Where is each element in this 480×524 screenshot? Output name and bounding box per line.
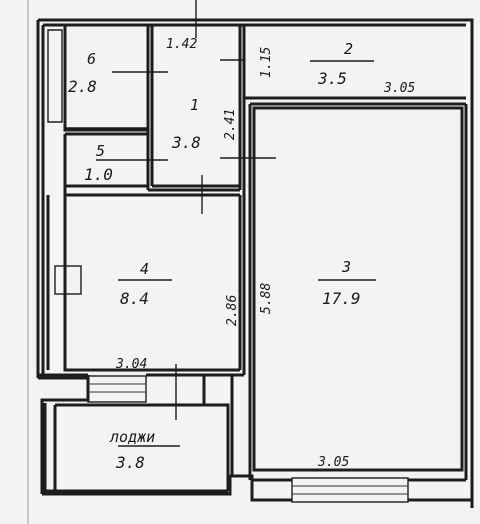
room-5-label: 5 1.0 [84, 142, 113, 184]
svg-text:1: 1 [190, 96, 199, 114]
svg-text:5: 5 [96, 142, 105, 160]
svg-text:1.0: 1.0 [84, 165, 113, 184]
dim-room3-height: 5.88 [259, 283, 274, 314]
svg-text:6: 6 [87, 50, 96, 68]
room-4-label: 4 8.4 [120, 260, 149, 308]
svg-text:3.8: 3.8 [171, 133, 201, 152]
room-2-label: 2 3.5 [317, 40, 353, 88]
dim-room4-bottom: 3.04 [115, 357, 147, 372]
dim-room2-width: 3.05 [383, 81, 415, 96]
interior-walls [38, 23, 466, 491]
bottom-window [291, 477, 409, 503]
dimension-ticks [96, 0, 376, 447]
outer-walls [36, 18, 474, 508]
utility-box [54, 265, 82, 295]
dim-room4-height: 2.86 [225, 295, 240, 326]
svg-text:2.8: 2.8 [68, 77, 97, 96]
room-6-label: 6 2.8 [68, 50, 97, 96]
room-3-label: 3 17.9 [322, 258, 361, 308]
svg-text:3.5: 3.5 [317, 69, 347, 88]
dim-room3-bottom: 3.05 [317, 455, 349, 470]
svg-text:4: 4 [140, 260, 149, 278]
dim-corridor-side: 2.41 [223, 109, 238, 140]
loggia-door [87, 364, 177, 420]
dim-corridor-top: 1.42 [166, 37, 197, 52]
loggia-label: лоджи 3.8 [109, 428, 155, 472]
dim-room2-side: 1.15 [259, 47, 274, 78]
svg-text:3.8: 3.8 [115, 453, 145, 472]
svg-text:3: 3 [341, 258, 351, 276]
svg-text:8.4: 8.4 [120, 289, 149, 308]
svg-text:17.9: 17.9 [322, 289, 361, 308]
room-1-label: 1 3.8 [171, 96, 201, 152]
svg-text:2: 2 [344, 40, 353, 58]
svg-text:лоджи: лоджи [109, 428, 155, 446]
